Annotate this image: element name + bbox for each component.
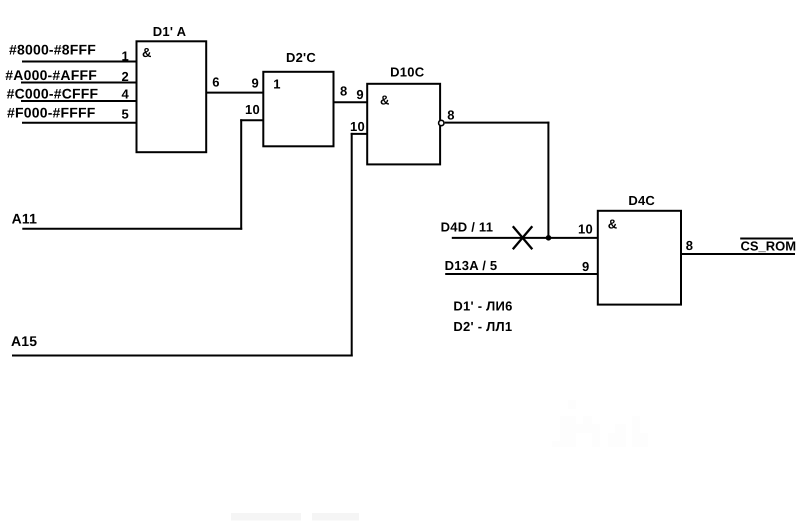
- svg-text:A11: A11: [12, 210, 38, 226]
- svg-text:1: 1: [122, 49, 129, 64]
- svg-text:D2'C: D2'C: [286, 50, 316, 65]
- svg-text:A15: A15: [11, 333, 37, 349]
- svg-text:10: 10: [578, 222, 593, 237]
- svg-text:9: 9: [252, 76, 259, 91]
- svg-text:5: 5: [122, 107, 129, 122]
- svg-text:#8000-#8FFF: #8000-#8FFF: [9, 42, 96, 58]
- svg-text:10: 10: [245, 102, 260, 117]
- svg-text:8: 8: [340, 84, 347, 99]
- svg-text:1: 1: [273, 77, 280, 92]
- svg-text:2: 2: [122, 69, 129, 84]
- svg-text:&: &: [142, 45, 152, 60]
- svg-text:D4C: D4C: [628, 193, 655, 208]
- svg-text:D4D / 11: D4D / 11: [441, 220, 494, 235]
- svg-text:#A000-#AFFF: #A000-#AFFF: [5, 67, 97, 83]
- svg-text:8: 8: [447, 107, 454, 122]
- svg-text:D10C: D10C: [390, 64, 425, 79]
- svg-text:&: &: [608, 217, 618, 232]
- svg-text:CS_ROM: CS_ROM: [741, 239, 797, 254]
- svg-text:#F000-#FFFF: #F000-#FFFF: [7, 105, 96, 121]
- svg-text:8: 8: [686, 238, 693, 253]
- svg-text:&: &: [380, 93, 390, 108]
- svg-text:D1' - ЛИ6: D1' - ЛИ6: [453, 299, 512, 314]
- svg-text:9: 9: [582, 259, 589, 274]
- svg-text:#C000-#CFFF: #C000-#CFFF: [7, 85, 99, 101]
- svg-text:D13A / 5: D13A / 5: [445, 258, 498, 273]
- svg-text:D2' - ЛЛ1: D2' - ЛЛ1: [453, 319, 512, 334]
- svg-text:10: 10: [350, 119, 365, 134]
- svg-text:6: 6: [212, 75, 219, 90]
- svg-text:4: 4: [122, 86, 130, 101]
- svg-text:D1' A: D1' A: [153, 24, 187, 39]
- svg-text:9: 9: [356, 87, 363, 102]
